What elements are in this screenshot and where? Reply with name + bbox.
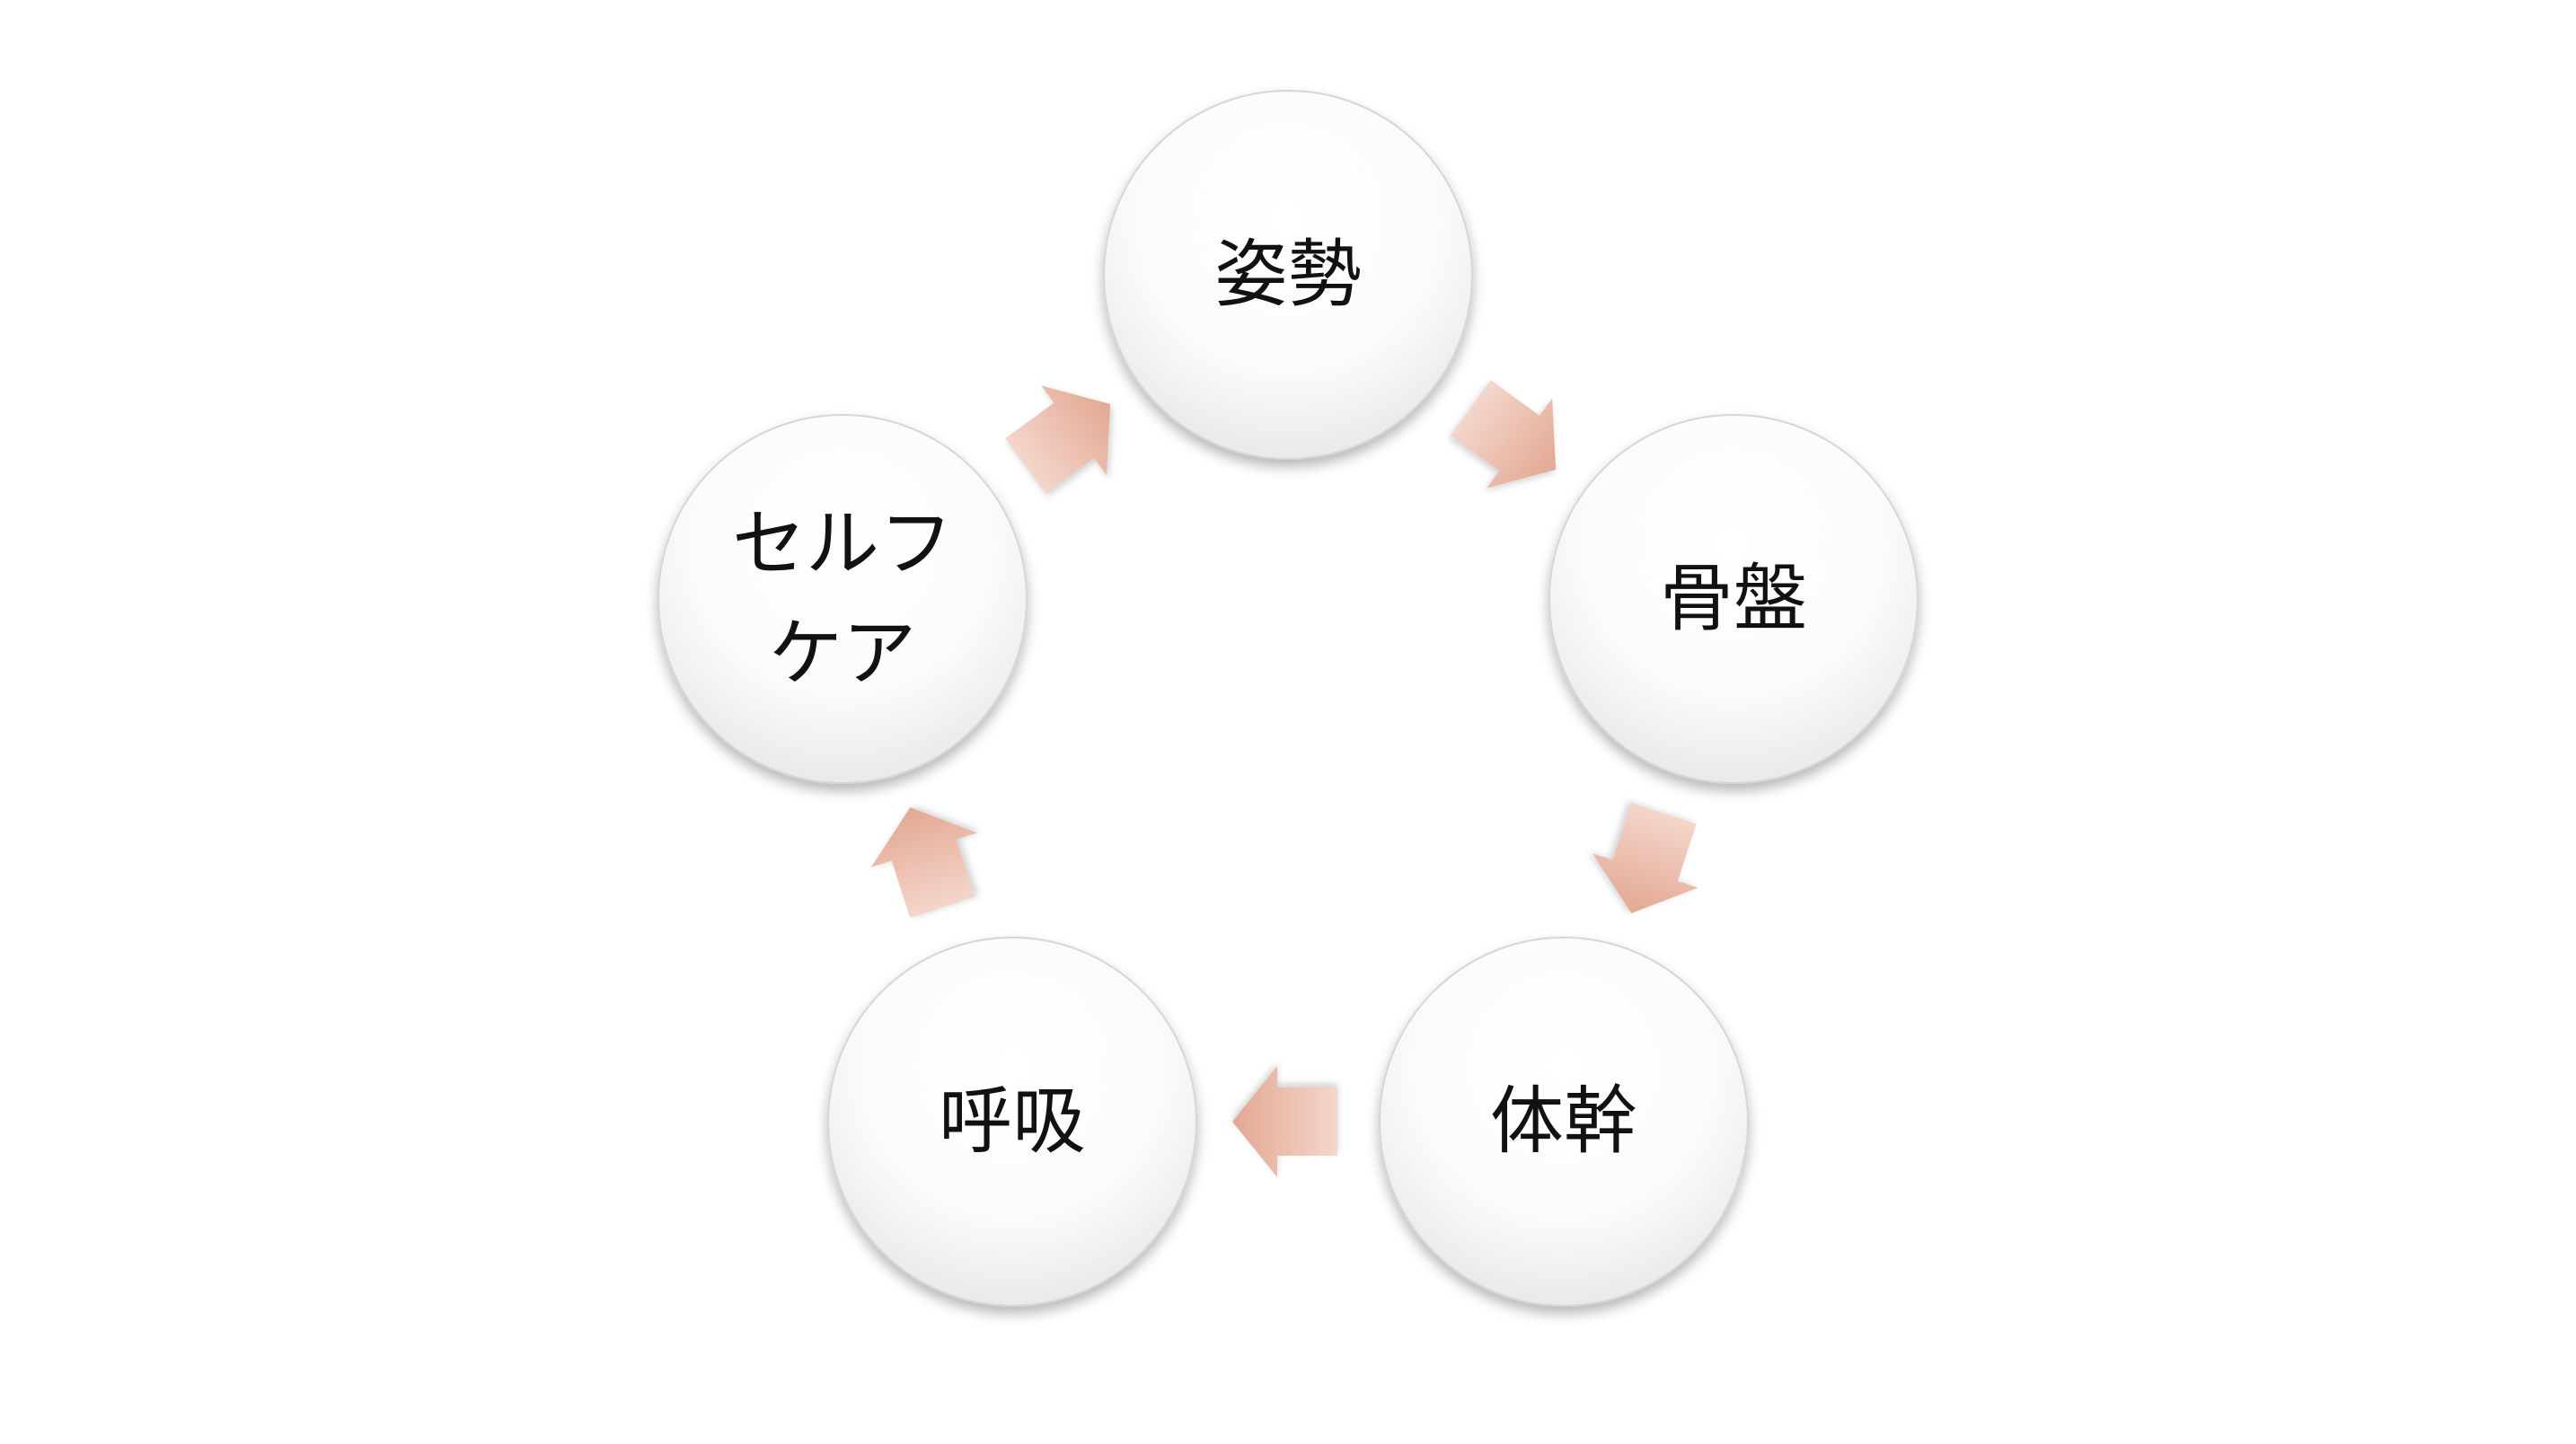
node-trunk: 体幹: [1379, 937, 1749, 1307]
node-label: 骨盤: [1660, 557, 1807, 642]
node-label: ケア: [769, 612, 916, 697]
node-circle: [1103, 90, 1473, 460]
node-label: セルフ: [732, 502, 953, 587]
cycle-arrow-breathing-to-selfcare: [870, 807, 977, 919]
arrow-shape: [1232, 1066, 1337, 1177]
arrow-shape: [1005, 385, 1111, 494]
node-circle: [1379, 937, 1749, 1307]
node-circle: [657, 414, 1028, 784]
arrow-shape: [870, 807, 977, 919]
node-circle: [1548, 414, 1919, 784]
cycle-arrow-selfcare-to-posture: [1005, 385, 1111, 494]
cycle-arrow-posture-to-pelvis: [1451, 380, 1557, 489]
node-label: 呼吸: [939, 1079, 1086, 1165]
cycle-arrow-pelvis-to-trunk: [1592, 802, 1698, 913]
node-breathing: 呼吸: [827, 937, 1197, 1307]
node-label: 姿勢: [1214, 233, 1362, 318]
node-circle: [827, 937, 1197, 1307]
node-label: 体幹: [1490, 1079, 1637, 1165]
arrow-shape: [1592, 802, 1698, 913]
node-pelvis: 骨盤: [1548, 414, 1919, 784]
cycle-arrow-trunk-to-breathing: [1232, 1066, 1337, 1177]
node-posture: 姿勢: [1103, 90, 1473, 460]
arrow-shape: [1451, 380, 1557, 489]
